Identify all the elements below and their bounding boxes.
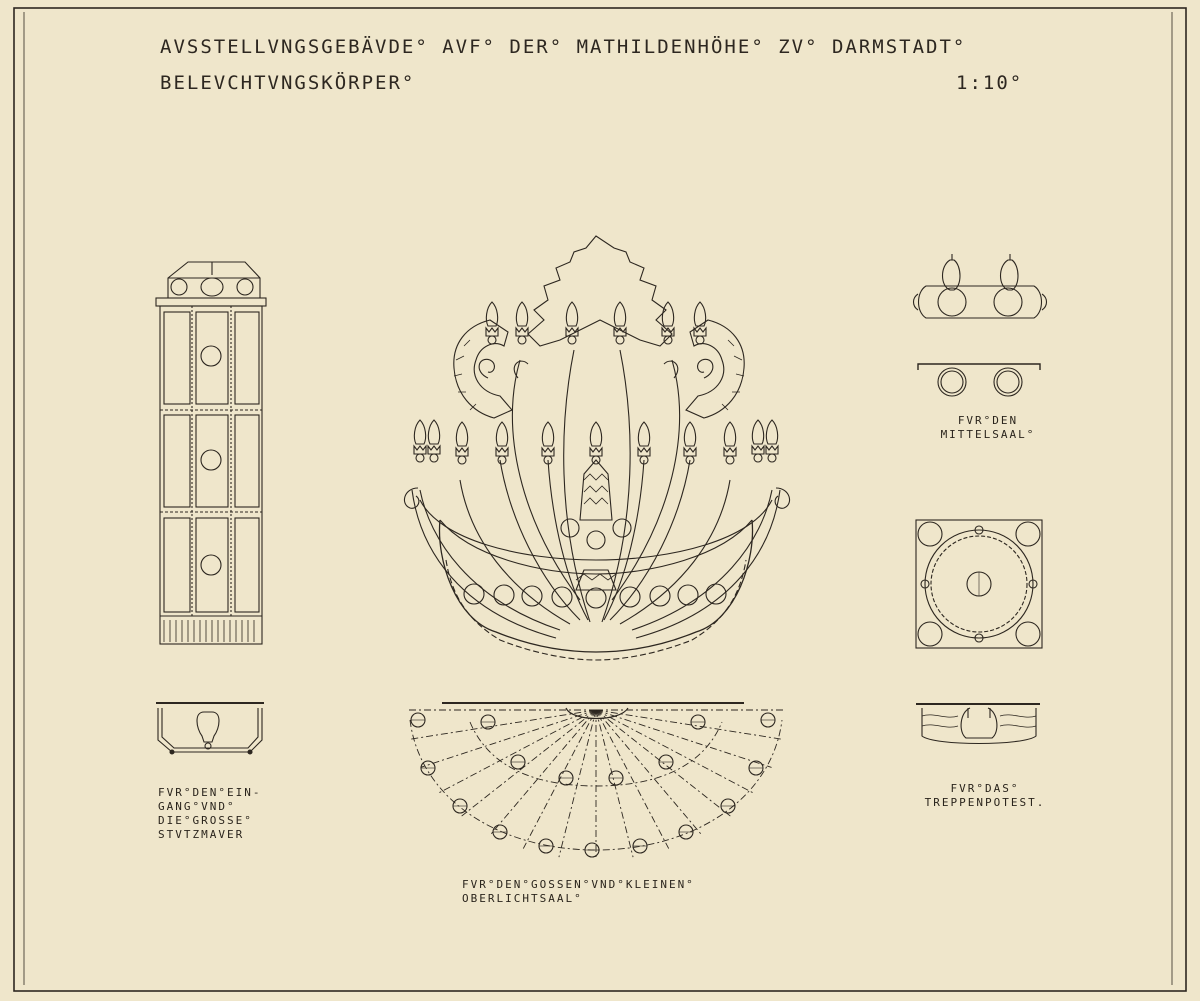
entrance-lantern-section (156, 702, 264, 755)
candle-bulb (723, 421, 737, 465)
plan-ray (595, 709, 731, 817)
plan-ray (595, 709, 702, 836)
plan-ray (595, 709, 772, 768)
plan-ray (420, 709, 597, 768)
candle-bulb (485, 301, 499, 345)
chandelier-plan (406, 702, 786, 860)
ornament-ball (560, 518, 580, 538)
ornament-ball (521, 585, 543, 607)
sheet-subtitle: BELEVCHTVNGSKÖRPER° (160, 72, 416, 94)
candle-bulb (515, 301, 529, 345)
skylight-hall-label: FVR°DEN°GOSSEN°VND°KLEINEN° OBERLICHTSAA… (462, 878, 695, 905)
sheet-border (13, 7, 1187, 992)
ornament-ball (586, 530, 606, 550)
middle-hall-fixture-elevation (912, 254, 1048, 319)
ornament-ball (551, 586, 573, 608)
ornament-ball (612, 518, 632, 538)
plan-ray (595, 709, 634, 858)
ornament-ball (493, 584, 515, 606)
plan-outer-arc (409, 719, 783, 851)
ornament-ball (649, 585, 671, 607)
ornament-ball (463, 583, 485, 605)
candle-bulb (661, 301, 675, 345)
chandelier-elevation (403, 235, 791, 661)
entrance-lantern-elevation (155, 261, 267, 645)
candle-bulb (637, 421, 651, 465)
middle-hall-fixture-plan (917, 363, 1041, 397)
plan-ray (461, 709, 597, 817)
stair-landing-label: FVR°DAS° TREPPENPOTEST. (924, 782, 1046, 809)
ornament-ball (619, 586, 641, 608)
candle-bulb (589, 421, 603, 465)
entrance-label: FVR°DEN°EIN- GANG°VND° DIE°GROSSE° STVTZ… (158, 786, 262, 841)
ornament-ball (705, 583, 727, 605)
candle-bulb (495, 421, 509, 465)
stair-landing-fixture-plan (915, 519, 1043, 649)
candle-bulb (765, 419, 779, 463)
plan-ray (558, 709, 597, 858)
candle-bulb (683, 421, 697, 465)
candle-bulb (541, 421, 555, 465)
candle-bulb (693, 301, 707, 345)
candle-bulb (751, 419, 765, 463)
plan-ray (490, 709, 597, 836)
ornament-ball (585, 587, 607, 609)
candle-bulb (455, 421, 469, 465)
scale-label: 1:10° (956, 72, 1024, 94)
plan-ray (595, 709, 783, 740)
candle-bulb (613, 301, 627, 345)
candle-bulb (565, 301, 579, 345)
candle-bulb (427, 419, 441, 463)
candle-bulb (413, 419, 427, 463)
ornament-ball (677, 584, 699, 606)
plan-ray (409, 709, 597, 740)
plan-inner-arc (469, 721, 723, 787)
plan-ray (595, 709, 670, 849)
stair-landing-fixture-section (916, 703, 1040, 745)
middle-hall-label: FVR°DEN MITTELSAAL° (940, 414, 1036, 441)
sheet-title: AVSSTELLVNGSGEBÄVDE° AVF° DER° MATHILDEN… (160, 36, 967, 58)
